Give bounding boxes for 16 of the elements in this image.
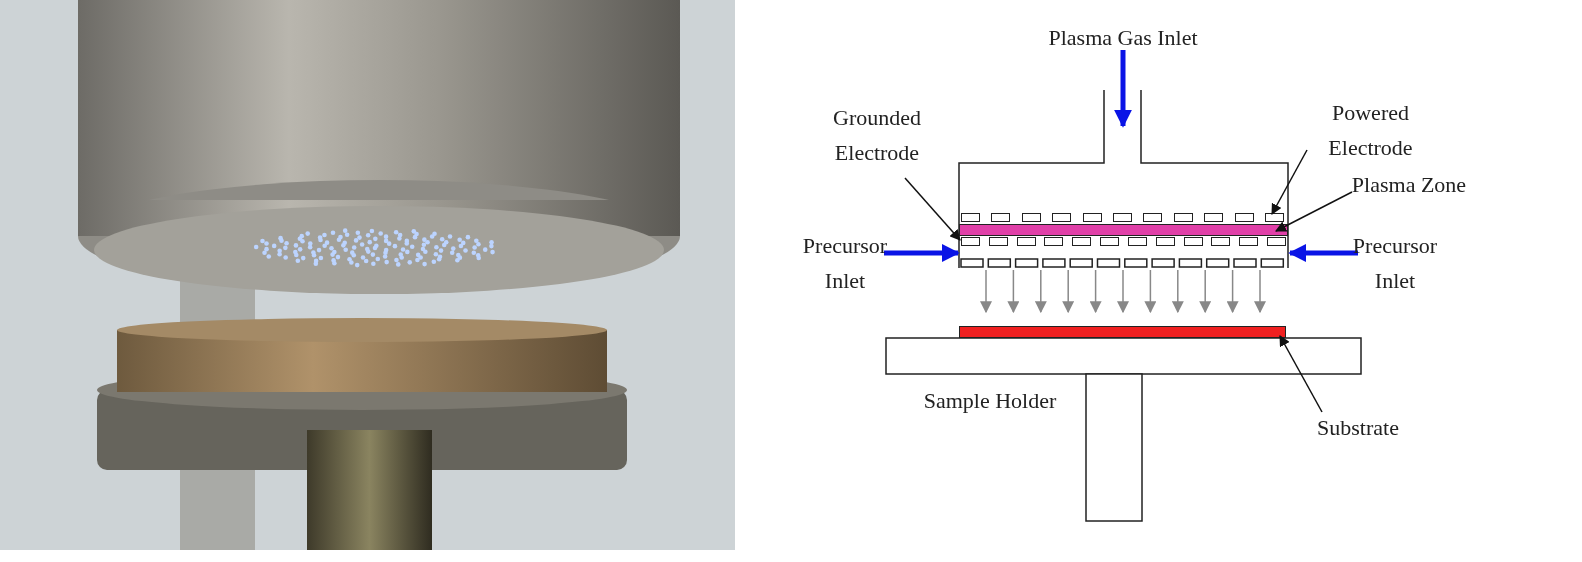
powered-electrode-row xyxy=(961,213,1284,222)
grounded-electrode-row xyxy=(961,237,1286,246)
part-label: Powered Electrode xyxy=(1308,95,1433,165)
plasma-zone-bar xyxy=(959,224,1288,236)
part-label: Plasma Zone xyxy=(1350,167,1468,202)
leader-line xyxy=(1275,191,1353,232)
part-label: Sample Holder xyxy=(922,387,1058,415)
leader-line xyxy=(1271,149,1308,215)
leader-line xyxy=(904,177,961,241)
part-label: Plasma Gas Inlet xyxy=(1047,24,1199,52)
substrate-bar xyxy=(959,326,1286,338)
part-label: Precursor Inlet xyxy=(801,232,889,295)
part-label: Substrate xyxy=(1312,410,1404,445)
leader-line xyxy=(1279,335,1323,413)
part-label: Precursor Inlet xyxy=(1351,232,1439,295)
part-label: Grounded Electrode xyxy=(812,100,942,170)
